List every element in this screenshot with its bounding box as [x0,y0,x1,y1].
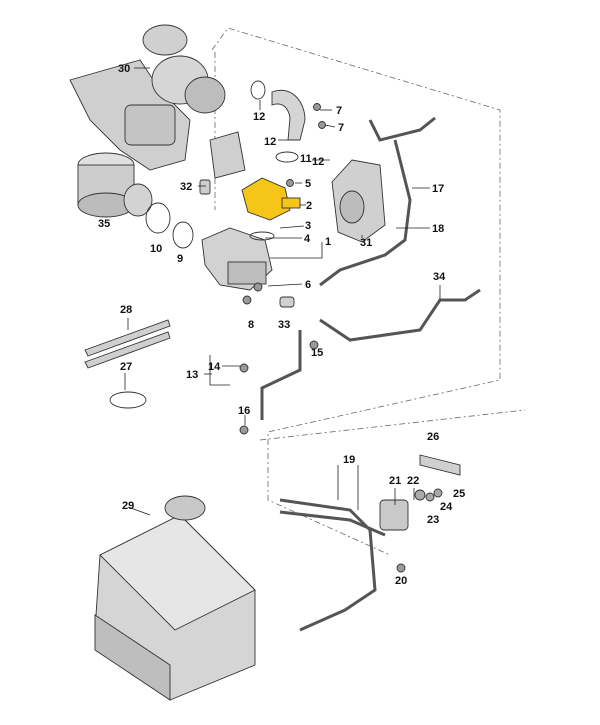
assembly-boundary-lines [211,27,526,556]
label-12-right: 12 [312,156,324,168]
label-34: 34 [433,271,446,283]
manifold-cover-part [331,159,386,243]
label-32: 32 [180,181,192,193]
solenoid-valve-part [379,454,461,531]
label-7-top: 7 [336,105,342,117]
label-21: 21 [389,475,401,487]
callout-labels: 30 12 7 7 12 11 12 5 32 2 35 3 4 1 10 9 … [98,63,465,587]
label-8: 8 [248,319,254,331]
leader-lines [124,67,441,516]
label-24: 24 [440,501,453,513]
label-2: 2 [306,200,312,212]
label-19: 19 [343,454,355,466]
label-13: 13 [186,369,198,381]
label-9: 9 [177,253,183,265]
label-7-bottom: 7 [338,122,344,134]
label-25: 25 [453,488,465,500]
label-4: 4 [304,233,311,245]
label-16: 16 [238,405,250,417]
label-27: 27 [120,361,132,373]
label-35: 35 [98,218,110,230]
vacuum-hose-lines [260,116,481,632]
label-28: 28 [120,304,132,316]
label-1: 1 [325,236,331,248]
highlighted-valve-part [241,177,301,221]
label-12-top: 12 [253,111,265,123]
label-17: 17 [432,183,444,195]
egr-cooler-part [201,227,275,291]
label-5: 5 [305,178,311,190]
label-6: 6 [305,279,311,291]
hose-clamp-parts [145,202,194,249]
label-10: 10 [150,243,162,255]
label-23: 23 [427,514,439,526]
label-3: 3 [305,220,311,232]
label-26: 26 [427,431,439,443]
label-31: 31 [360,237,372,249]
air-filter-housing-part [94,495,256,701]
fastener-parts [199,103,406,573]
label-11: 11 [300,153,312,165]
connecting-pipe-part [250,80,306,163]
label-18: 18 [432,223,444,235]
label-20: 20 [395,575,407,587]
label-22: 22 [407,475,419,487]
label-30: 30 [118,63,130,75]
label-29: 29 [122,500,134,512]
turbocharger-part [69,24,226,171]
label-12-mid: 12 [264,136,276,148]
label-14: 14 [208,361,221,373]
bracket-part [209,131,246,179]
cable-tie-parts [84,319,171,409]
intake-pipe-part [77,152,153,218]
label-15: 15 [311,347,323,359]
label-33: 33 [278,319,290,331]
